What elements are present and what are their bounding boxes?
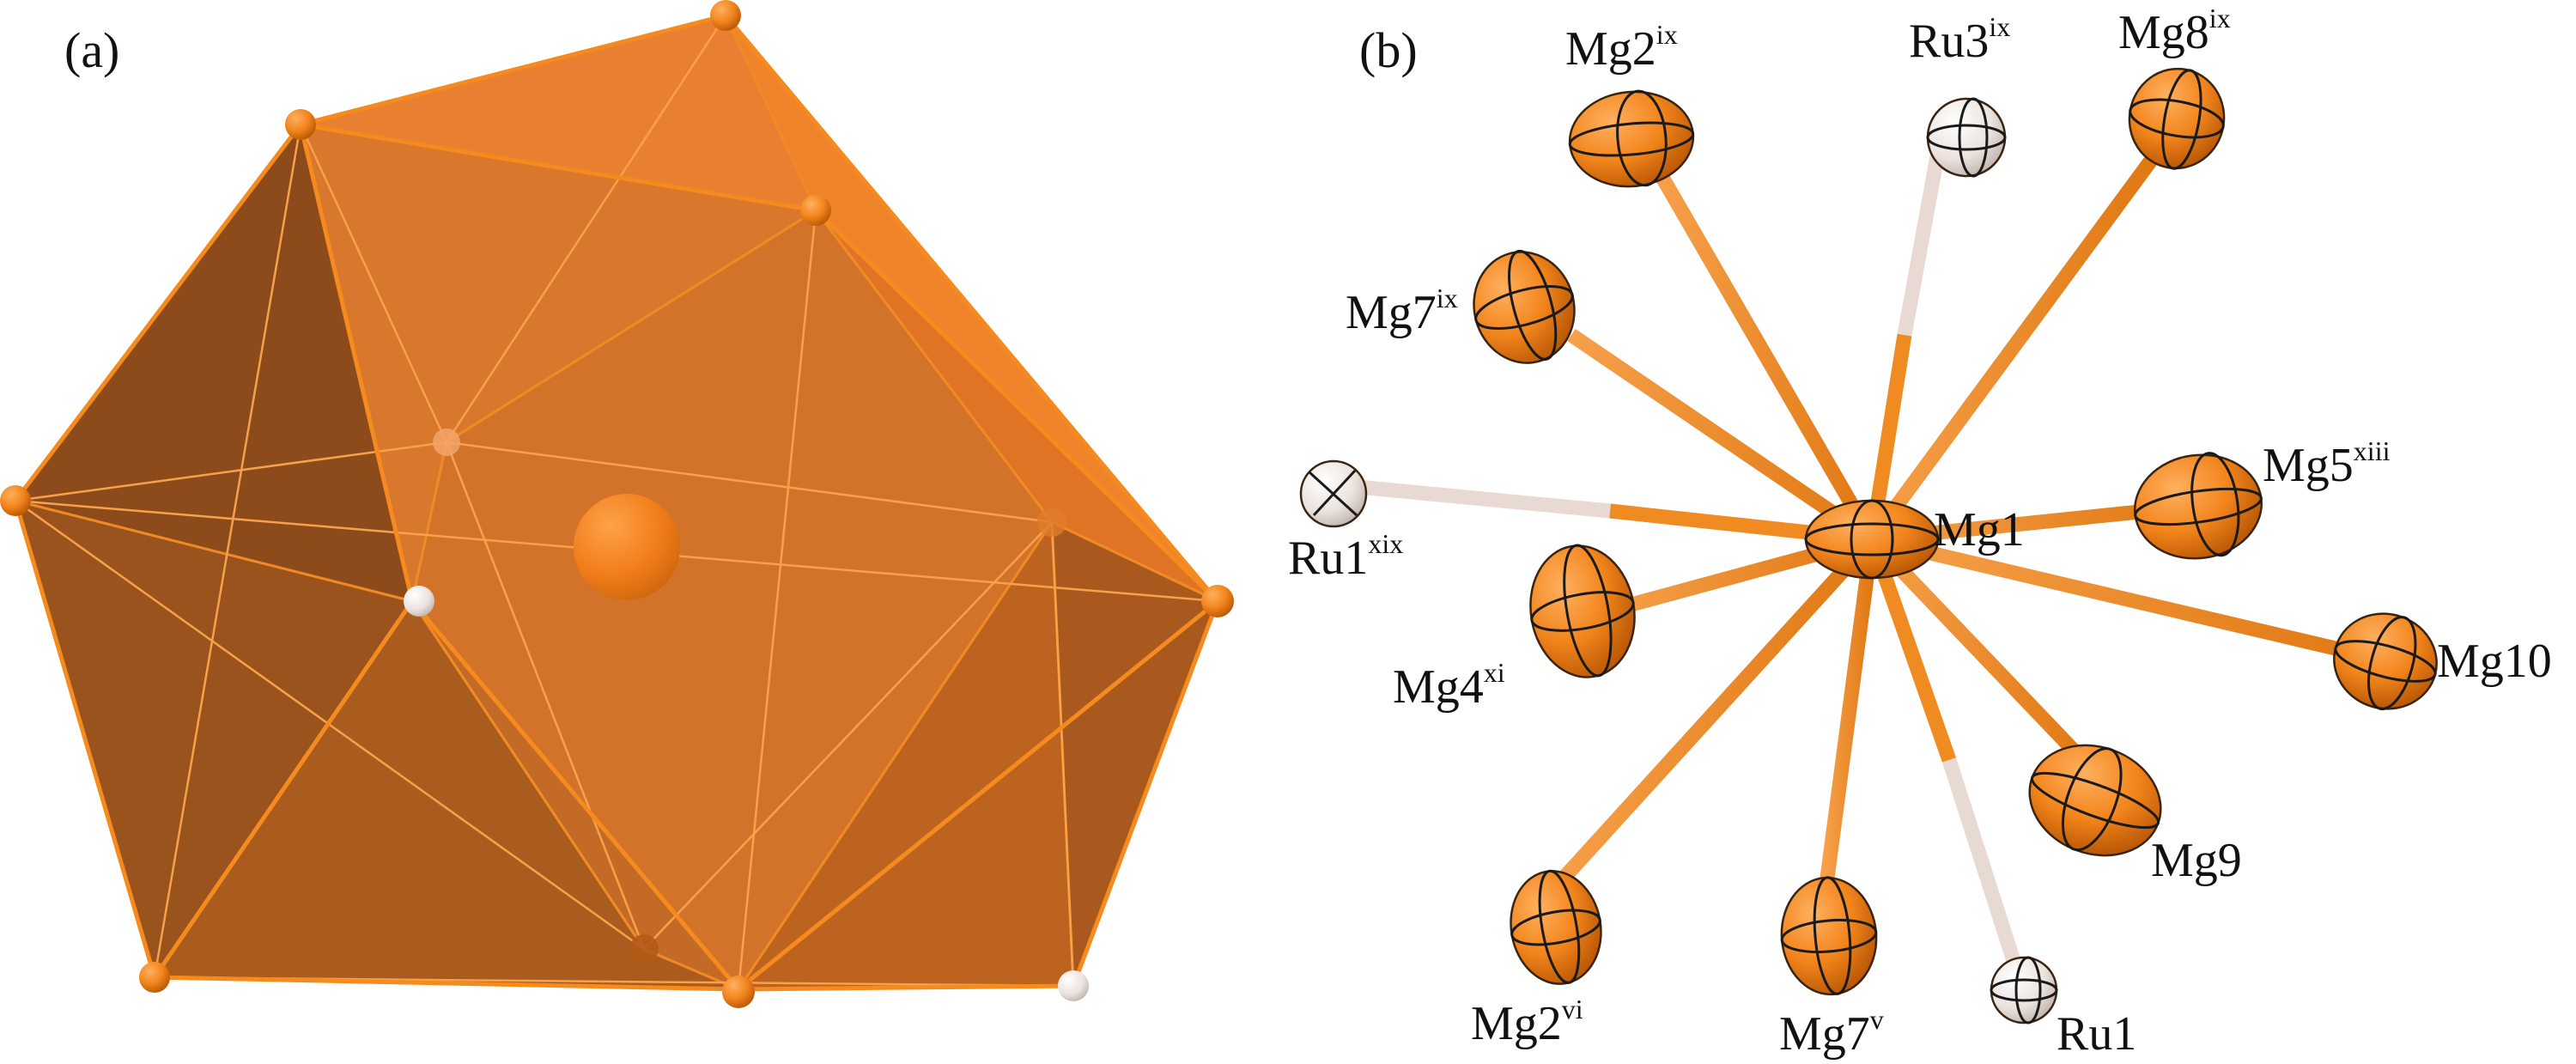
label-mg7v: Mg7v (1779, 1004, 1884, 1061)
bond-mg1-ru3ix (1897, 136, 1948, 337)
mg-vertex-atom (139, 962, 170, 993)
ru-vertex-atom (404, 586, 434, 617)
label-ru1xix: Ru1xix (1288, 528, 1403, 585)
bond-mg1-mg10 (1870, 532, 2385, 667)
bond-mg1-mg2ix (1655, 172, 1879, 544)
label-ru1: Ru1 (2057, 1007, 2136, 1061)
label-mg2vi: Mg2vi (1471, 994, 1583, 1050)
label-mg2ix: Mg2ix (1565, 19, 1678, 76)
ru-vertex-atom (1058, 970, 1089, 1001)
mg-vertex-atom (629, 934, 659, 964)
atom-mg9 (2028, 744, 2162, 857)
atom-mg8ix (2128, 67, 2226, 170)
label-mg4xi: Mg4xi (1393, 657, 1505, 714)
mg-vertex-atom (0, 485, 31, 516)
label-mg8ix: Mg8ix (2118, 3, 2231, 59)
label-mg9: Mg9 (2151, 834, 2242, 887)
label-mg5xiii: Mg5xiii (2263, 435, 2391, 492)
bond-mg1-ru1xix (1339, 477, 1611, 519)
mg-vertex-atom (285, 109, 316, 140)
mg-vertex-atom (433, 429, 460, 456)
panel-b-coordination-environment: (b) Mg1 Mg2ix Ru3ix Mg8ix Mg7ix Mg5xiii … (1288, 3, 2552, 1061)
atom-mg10 (2333, 612, 2438, 711)
bond-mg1-ru1 (1941, 757, 2030, 990)
bond-mg1-mg8ix (1866, 149, 2161, 544)
mg-vertex-atom (1201, 585, 1234, 617)
label-mg1: Mg1 (1934, 503, 2025, 556)
mg-vertex-atom (722, 976, 755, 1008)
atom-mg4xi (1529, 544, 1636, 678)
label-ru3ix: Ru3ix (1909, 11, 2010, 68)
atom-ru1 (1990, 956, 2058, 1024)
polyhedron-face (1050, 520, 1219, 988)
central-atom (574, 494, 680, 600)
label-mg10: Mg10 (2437, 635, 2552, 688)
atom-ru1xix (1299, 459, 1368, 528)
polyhedron-vertex-atoms (0, 0, 1234, 1008)
bond-mg1-mg7ix (1567, 328, 1876, 546)
atom-mg2vi (1510, 869, 1602, 985)
atom-mg2ix (1568, 89, 1695, 188)
atom-mg7ix (1473, 249, 1576, 364)
panel-b-label: (b) (1359, 22, 1418, 78)
label-mg7ix: Mg7ix (1346, 283, 1458, 339)
atom-ru3ix (1926, 97, 2007, 178)
atom-mg7v (1780, 876, 1878, 996)
mg-vertex-atom (800, 195, 831, 226)
polyhedron-outline (13, 13, 1220, 992)
panel-a-label: (a) (64, 22, 119, 78)
panel-a-coordination-polyhedron: (a) (0, 0, 1234, 1008)
atom-mg1 (1804, 499, 1940, 580)
atom-mg5xiii (2133, 452, 2263, 560)
mg-vertex-atom (1037, 508, 1066, 537)
bond-mg1-mg2vi (1544, 534, 1878, 898)
bond-mg1-mg7v (1817, 538, 1880, 899)
mg-vertex-atom (710, 0, 741, 31)
bond-mg1-mg9 (1866, 534, 2101, 778)
